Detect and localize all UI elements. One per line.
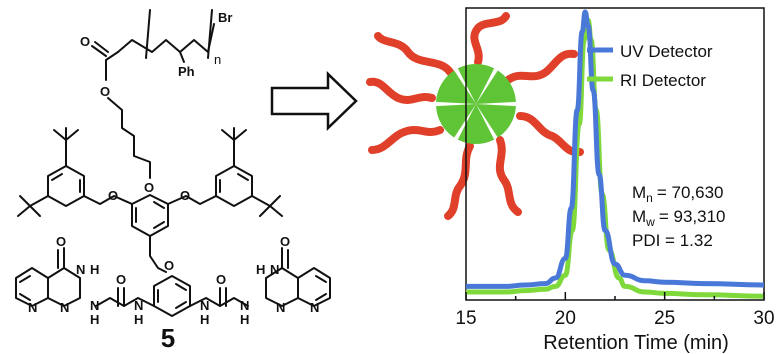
oxygen-label: O <box>116 272 126 287</box>
polymer-chain <box>470 12 510 66</box>
oxygen-label: O <box>100 84 110 99</box>
core-wedge <box>457 104 495 144</box>
x-axis-label: Retention Time (min) <box>543 332 729 354</box>
oxygen-label: O <box>80 34 90 49</box>
mw-symbol: M <box>632 207 646 226</box>
nitrogen-label: N <box>90 298 99 313</box>
x-tick-label: 20 <box>555 308 576 329</box>
nitrogen-label: N <box>270 262 279 277</box>
nitrogen-label: N <box>28 300 37 315</box>
bromine-label: Br <box>218 10 232 25</box>
legend-label-uv: UV Detector <box>620 42 713 61</box>
hydrogen-label: H <box>240 312 249 327</box>
legend: UV Detector RI Detector <box>587 42 713 90</box>
hydrogen-label: H <box>200 312 209 327</box>
nitrogen-label: N <box>310 300 319 315</box>
oxygen-label: O <box>216 272 226 287</box>
molecular-weight-annotations: Mn = 70,630 Mw = 93,310 PDI = 1.32 <box>632 183 726 250</box>
mn-value: = 70,630 <box>657 183 724 202</box>
svg-text:Mn= 70,630: Mn = 70,630 <box>632 183 724 205</box>
polymer-chain <box>516 112 584 157</box>
compound-number: 5 <box>161 323 175 353</box>
polymer-chain <box>366 77 436 104</box>
nitrogen-label: N <box>134 298 143 313</box>
svg-text:Mw= 93,310: Mw = 93,310 <box>632 207 726 229</box>
gpc-chart: 15 20 25 30 Retention Time (min) UV Detecto… <box>455 7 775 354</box>
nitrogen-label: N <box>276 300 285 315</box>
polymer-chain <box>495 136 522 216</box>
phenyl-label: Ph <box>178 64 195 79</box>
mn-symbol: M <box>632 183 646 202</box>
core-wedge <box>457 64 495 104</box>
series-line-ri-detector <box>466 17 765 299</box>
oxygen-label: O <box>180 188 190 203</box>
oxygen-label: O <box>108 188 118 203</box>
oxygen-label: O <box>144 180 154 195</box>
repeat-n-label: n <box>214 52 221 67</box>
x-tick-label: 15 <box>455 308 476 329</box>
nitrogen-label: N <box>200 298 209 313</box>
polymer-chain <box>504 49 578 84</box>
star-polymer-illustration <box>366 12 584 220</box>
hydrogen-label: H <box>90 262 99 277</box>
mn-subscript: n <box>646 191 653 205</box>
x-tick-label: 30 <box>753 308 774 329</box>
legend-label-ri: RI Detector <box>620 71 706 90</box>
oxygen-label: O <box>56 234 66 249</box>
x-tick-label: 25 <box>654 308 675 329</box>
series-line-uv-detector <box>466 9 765 289</box>
oxygen-label: O <box>164 258 174 273</box>
polymer-chain <box>374 32 454 76</box>
mw-value: = 93,310 <box>659 207 726 226</box>
mw-subscript: w <box>645 215 655 229</box>
reaction-arrow <box>270 71 358 131</box>
hydrogen-label: H <box>90 312 99 327</box>
hydrogen-label: H <box>256 262 265 277</box>
polymer-chain <box>368 126 444 154</box>
nitrogen-label: N <box>240 298 249 313</box>
core-wedge <box>476 70 516 104</box>
core-wedge <box>476 104 516 138</box>
hydrogen-label: H <box>134 312 143 327</box>
oxygen-label: O <box>280 234 290 249</box>
chemical-structure <box>15 9 331 317</box>
pdi-label: PDI = 1.32 <box>632 231 713 250</box>
nitrogen-label: N <box>60 300 69 315</box>
atom-labels: Br n Ph O O O O O O O O O O N H N N N H … <box>28 10 319 327</box>
nitrogen-label: N <box>76 262 85 277</box>
